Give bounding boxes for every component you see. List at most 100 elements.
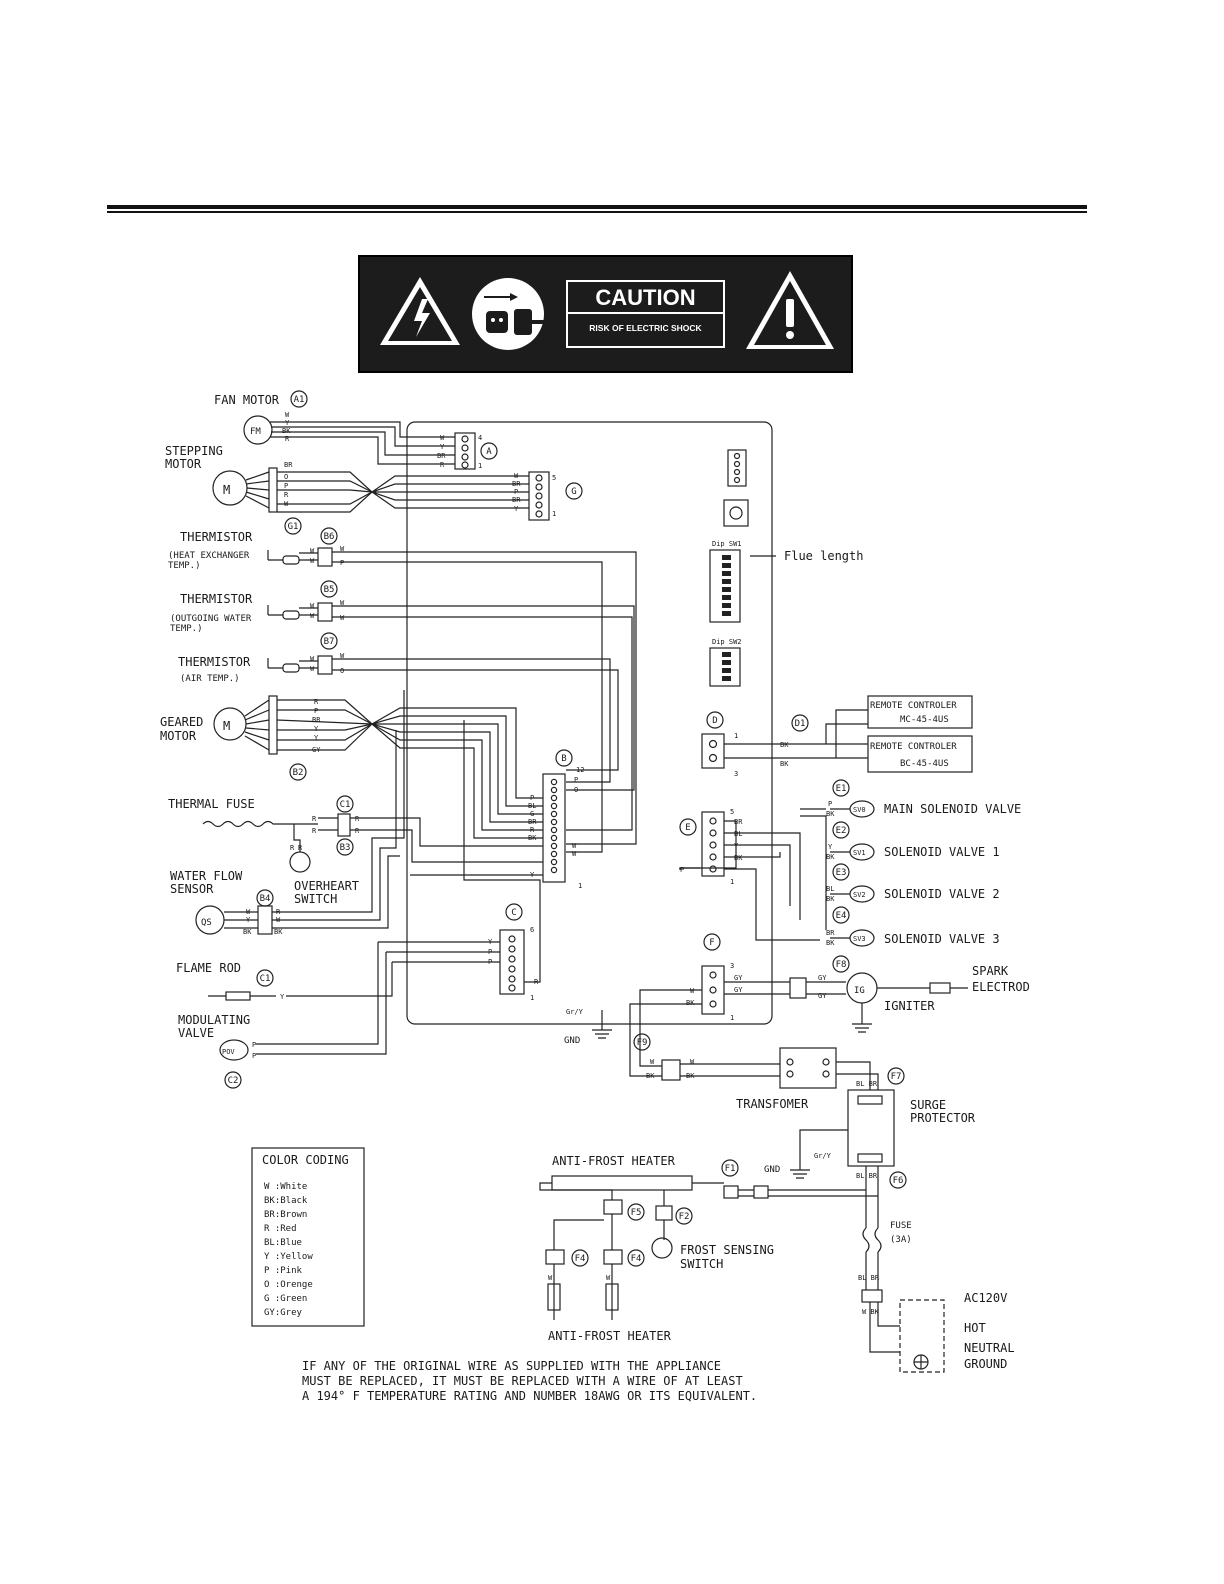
wire-qs-r-0: R — [276, 908, 281, 916]
heat-exchanger-label-1: (HEAT EXCHANGER — [168, 551, 250, 561]
transformer-label: TRANSFOMER — [736, 1097, 809, 1111]
fan-motor-symbol-label: FM — [250, 427, 261, 437]
pin-g-top: 5 — [552, 474, 556, 482]
wire-th1-out-1: P — [340, 559, 344, 567]
solenoid-2-label: SOLENOID VALVE 2 — [884, 887, 1000, 901]
color-item-3: R :Red — [264, 1224, 297, 1234]
heat-exchanger-label-2: TEMP.) — [168, 561, 201, 571]
wire-sv0-1: BK — [826, 810, 835, 818]
gnd-label-surge: GND — [764, 1165, 780, 1175]
thermal-fuse-label: THERMAL FUSE — [168, 797, 255, 811]
fuse-label-1: FUSE — [890, 1221, 912, 1231]
thermistor-heat-exchanger — [282, 555, 300, 565]
connector-b7 — [317, 655, 333, 675]
wire-ig-1: GY — [818, 992, 827, 1000]
wire-f9-3: BK — [686, 1072, 695, 1080]
geared-motor-symbol-label: M — [223, 719, 230, 733]
flue-length-label: Flue length — [784, 549, 863, 563]
remote-controller-mc — [867, 695, 973, 729]
gnd-label-board: GND — [564, 1036, 580, 1046]
wire-sv1-0: Y — [828, 843, 833, 851]
connector-a — [454, 432, 476, 470]
callout-b: B — [561, 754, 566, 764]
remote-2-label-1: REMOTE CONTROLER — [870, 742, 957, 752]
callout-c1-flame: C1 — [260, 974, 271, 984]
callout-c2: C2 — [228, 1076, 239, 1086]
anti-frost-heater-label-bottom: ANTI-FROST HEATER — [548, 1329, 672, 1343]
connector-b3 — [337, 813, 351, 837]
wire-surge-top: BL BR — [856, 1080, 878, 1088]
surge-protector-symbol — [847, 1089, 895, 1167]
callout-f5: F5 — [631, 1208, 642, 1218]
thermistor-3-label: THERMISTOR — [178, 655, 251, 669]
callout-f1: F1 — [725, 1164, 736, 1174]
callout-e3: E3 — [836, 868, 847, 878]
color-item-5: Y :Yellow — [264, 1252, 313, 1262]
pin-f-bot: 1 — [730, 1014, 734, 1022]
header-rule-thick — [107, 205, 1087, 209]
connector-g — [528, 471, 550, 521]
ac-outlet-box — [899, 1299, 945, 1373]
pin-c-top: 6 — [530, 926, 534, 934]
wire-fan-3: R — [285, 435, 290, 443]
sv3-symbol-label: SV3 — [853, 935, 866, 943]
wire-d-0: BK — [780, 741, 789, 749]
gr-y-label-surge: Gr/Y — [814, 1152, 832, 1160]
wire-f-out-1: GY — [734, 986, 743, 994]
color-item-7: O :Orenge — [264, 1280, 313, 1290]
geared-motor-label-1: GEARED — [160, 715, 203, 729]
sv0-symbol-label: SV0 — [853, 806, 866, 814]
wire-qs-r-2: BK — [274, 928, 283, 936]
wire-fan-0: W — [285, 411, 290, 419]
wire-a-2: BR — [437, 452, 446, 460]
callout-e2: E2 — [836, 826, 847, 836]
wire-f9-2: BK — [646, 1072, 655, 1080]
anti-frost-heater-left — [547, 1283, 561, 1311]
transformer-symbol — [779, 1047, 837, 1089]
wire-note-line-2: MUST BE REPLACED, IT MUST BE REPLACED WI… — [302, 1374, 743, 1388]
remote-1-label-2: MC-45-4US — [900, 715, 949, 725]
color-item-0: W :White — [264, 1182, 307, 1192]
wire-ig-0: GY — [818, 974, 827, 982]
callout-g1: G1 — [288, 522, 299, 532]
power-plug-connector — [861, 1289, 883, 1303]
thermistor-outgoing-water — [282, 610, 300, 620]
anti-frost-heater-top — [551, 1175, 693, 1191]
wire-sv0-0: P — [828, 800, 832, 808]
color-item-9: GY:Grey — [264, 1308, 303, 1318]
wire-b-right-0: P — [574, 776, 578, 784]
wire-fuse-1: R — [312, 827, 317, 835]
fan-motor-symbol — [243, 415, 273, 445]
pin-b-top: 12 — [576, 766, 584, 774]
wire-th1-out-0: W — [340, 545, 345, 553]
wire-oh-0: R — [290, 844, 295, 852]
thermistor-1-label: THERMISTOR — [180, 530, 253, 544]
pin-g-bot: 1 — [552, 510, 556, 518]
wire-a-3: R — [440, 461, 445, 469]
callout-b5: B5 — [324, 585, 335, 595]
connector-b6 — [317, 547, 333, 567]
wire-b-0: P — [530, 794, 534, 802]
wire-qs-l-2: BK — [243, 928, 252, 936]
wire-gm-3: Y — [314, 725, 319, 733]
callout-e4: E4 — [836, 911, 847, 921]
wire-c-r: R — [534, 978, 539, 986]
wire-heater-l: W — [548, 1274, 553, 1282]
wire-step-0: BR — [284, 461, 293, 469]
wire-g-1: BR — [512, 480, 521, 488]
callout-f8: F8 — [836, 960, 847, 970]
wire-th2-out-0: W — [340, 599, 345, 607]
wire-d-1: BK — [780, 760, 789, 768]
air-temp-label: (AIR TEMP.) — [180, 674, 240, 684]
wire-heater-r: W — [606, 1274, 611, 1282]
wire-b-7: W — [572, 850, 577, 858]
callout-d1: D1 — [795, 719, 806, 729]
callout-b3: B3 — [340, 843, 351, 853]
remote-controller-bc — [867, 735, 973, 773]
wire-pov-1: P — [252, 1052, 256, 1060]
callout-d: D — [712, 716, 717, 726]
connector-b — [542, 773, 566, 883]
wire-th2-1: W — [310, 612, 315, 620]
